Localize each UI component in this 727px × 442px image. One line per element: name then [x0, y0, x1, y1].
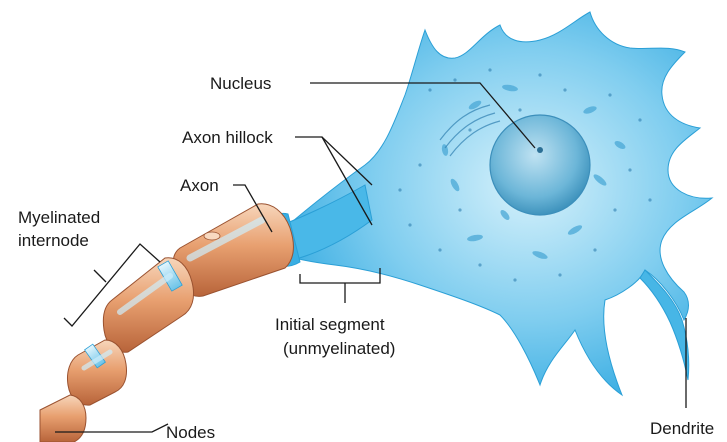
nucleolus [537, 147, 543, 153]
label-initial-segment-2: (unmyelinated) [283, 339, 395, 358]
label-myelinated-internode-2: internode [18, 231, 89, 250]
nucleus [490, 115, 590, 215]
internode-leader [94, 270, 106, 282]
label-myelinated-internode-1: Myelinated [18, 208, 100, 227]
label-axon-hillock: Axon hillock [182, 128, 273, 147]
label-nodes: Nodes [166, 423, 215, 442]
label-nucleus: Nucleus [210, 74, 271, 93]
label-axon: Axon [180, 176, 219, 195]
label-dendrite: Dendrite [650, 419, 714, 438]
label-initial-segment-1: Initial segment [275, 315, 385, 334]
